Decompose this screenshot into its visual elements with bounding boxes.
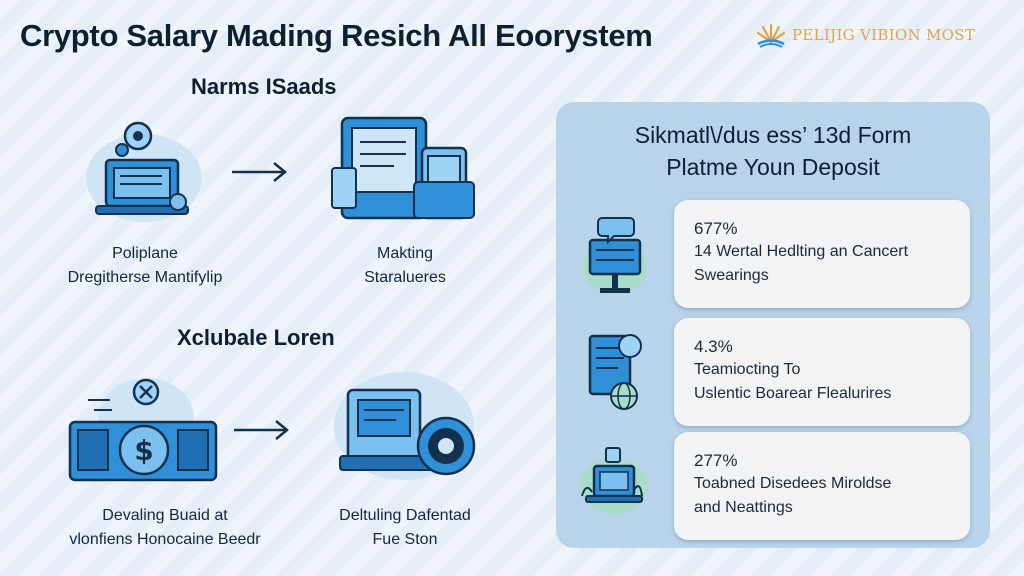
stat-card-1-line2: Swearings <box>694 267 769 284</box>
stat-card-2-line1: Teamiocting To <box>694 361 801 378</box>
deposit-panel: Sikmatl\/dus ess’ 13d Form Platme Youn D… <box>556 102 990 548</box>
panel-title-line2: Platme Youn Deposit <box>666 154 880 180</box>
laptop-plant-icon <box>580 447 648 514</box>
arrow-right-icon <box>232 162 287 182</box>
step-caption-1: Poliplane Dregitherse Mantifylip <box>40 242 250 290</box>
svg-text:$: $ <box>134 434 153 467</box>
stat-card-3: 277% Toabned Disedees Miroldse and Neatt… <box>674 432 970 540</box>
section-heading-bottom: Xclubale Loren <box>177 325 335 350</box>
step-caption-4: Deltuling Dafentad Fue Ston <box>312 504 498 552</box>
page-title: Crypto Salary Mading Resich All Eooryste… <box>20 18 653 53</box>
laptop-gear-icon <box>86 121 202 222</box>
brand-name: PELIJIG VIBION MOST <box>792 26 976 44</box>
step-caption-3-line1: Devaling Buaid at <box>102 507 228 524</box>
step-caption-1-line2: Dregitherse Mantifylip <box>67 269 223 286</box>
panel-title-line1: Sikmatl\/dus ess’ 13d Form <box>634 122 912 148</box>
step-caption-3-line2: vlonfiens Honocaine Beedr <box>69 531 261 548</box>
step-caption-1-line1: Poliplane <box>112 245 178 262</box>
stat-card-1-line1: 14 Wertal Hedlting an Cancert <box>694 243 909 260</box>
step-caption-4-line2: Fue Ston <box>372 531 438 548</box>
step-caption-2-line2: Staralueres <box>364 269 446 286</box>
dollar-briefcase-icon: $ <box>68 378 218 482</box>
document-folder-icon <box>331 116 475 220</box>
stat-card-3-line2: and Neattings <box>694 499 793 516</box>
section-heading-top: Narms ISaads <box>191 74 337 99</box>
brand: PELIJIG VIBION MOST <box>756 22 975 48</box>
sunburst-logo-icon <box>756 23 786 48</box>
arrow-right-icon <box>234 420 289 440</box>
document-globe-icon <box>588 334 642 410</box>
step-caption-4-line1: Deltuling Dafentad <box>339 507 471 524</box>
stat-card-2: 4.3% Teamiocting To Uslentic Boarear Fle… <box>674 318 970 426</box>
truck-coin-icon <box>334 372 476 480</box>
monitor-chat-icon <box>583 217 647 294</box>
stat-card-2-value: 4.3% <box>694 337 733 356</box>
stat-card-2-line2: Uslentic Boarear Flealurires <box>694 385 892 402</box>
stat-card-1-value: 677% <box>694 219 738 238</box>
stat-card-1: 677% 14 Wertal Hedlting an Cancert Swear… <box>674 200 970 308</box>
stat-card-3-line1: Toabned Disedees Miroldse <box>694 475 892 492</box>
step-caption-3: Devaling Buaid at vlonfiens Honocaine Be… <box>50 504 280 552</box>
stat-card-3-value: 277% <box>694 451 738 470</box>
step-caption-2: Makting Staralueres <box>330 242 480 290</box>
step-caption-2-line1: Makting <box>376 245 434 262</box>
